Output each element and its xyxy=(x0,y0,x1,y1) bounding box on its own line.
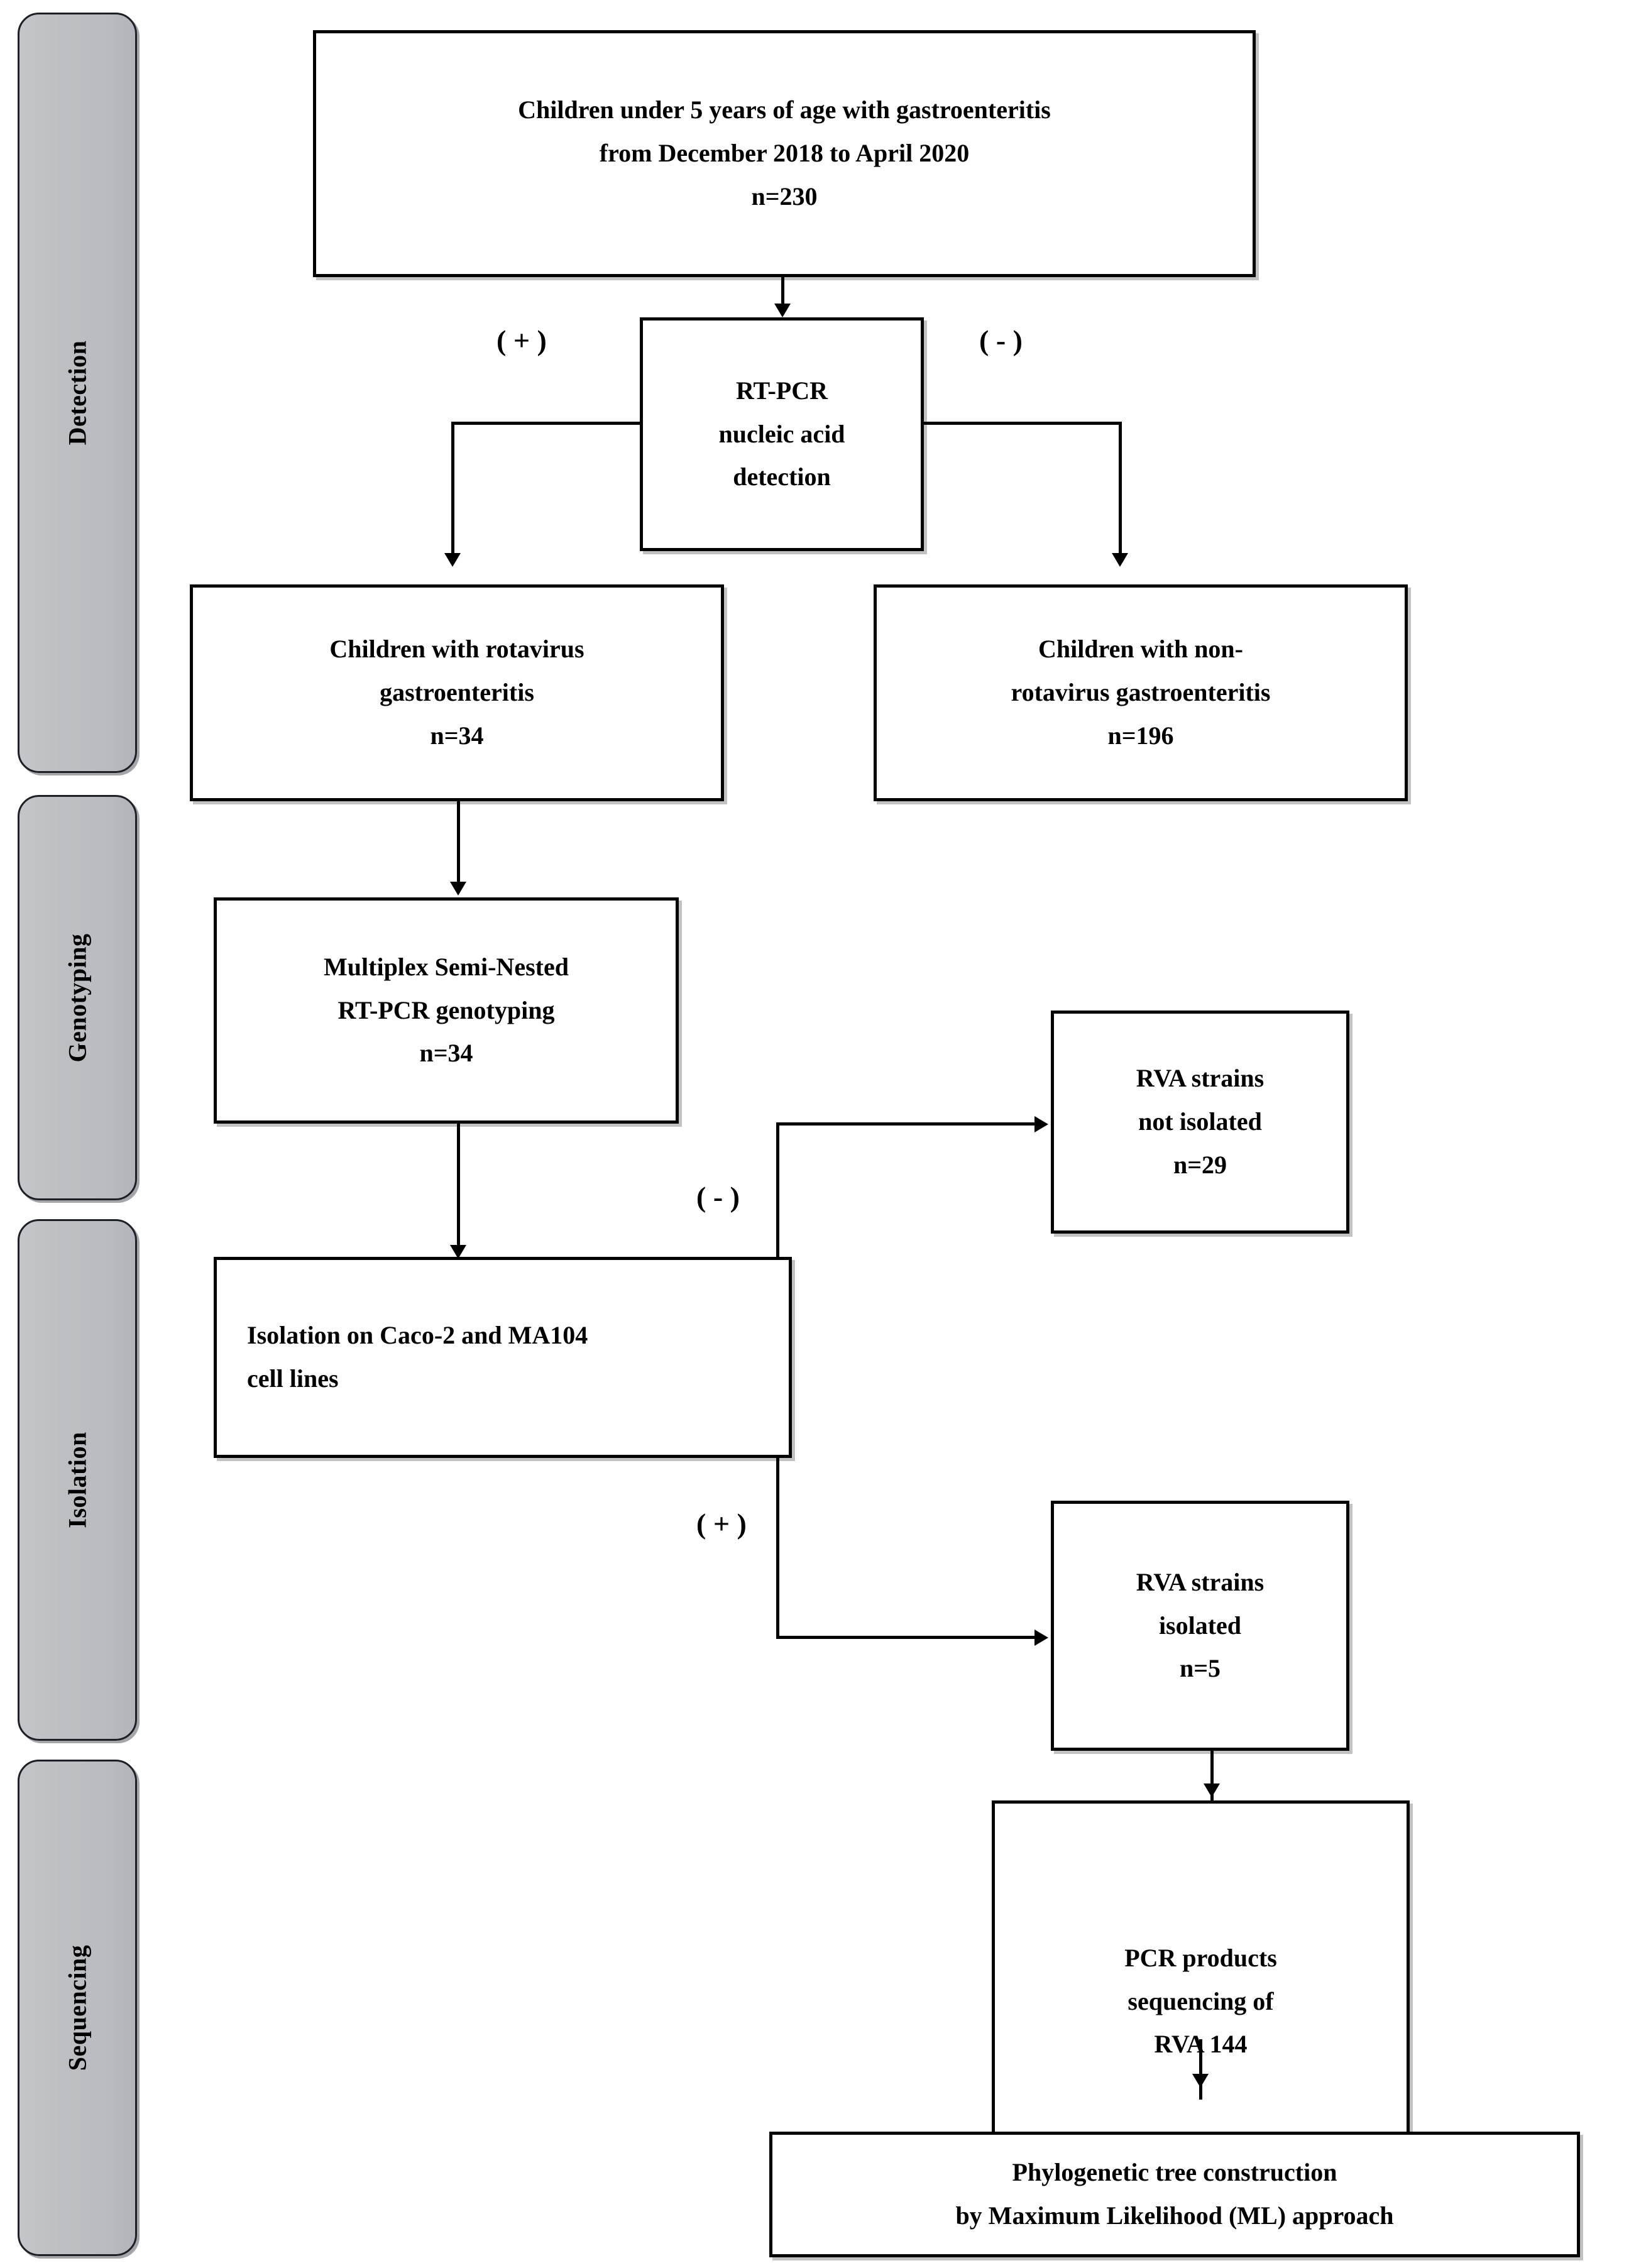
box-rotavirus-negative-line-2: rotavirus gastroenteritis xyxy=(1011,678,1271,707)
box-rtpcr-line-2: nucleic acid xyxy=(718,419,845,448)
arrowhead-rotavirus-to-genotyping xyxy=(450,882,466,896)
box-enrollment: Children under 5 years of age with gastr… xyxy=(313,30,1256,277)
box-sequencing-line-1: PCR products xyxy=(1124,1943,1277,1972)
arrowhead-isolation-positive xyxy=(1034,1630,1048,1646)
box-enrollment-line-3: n=230 xyxy=(751,182,818,211)
stage-label-genotyping: Genotyping xyxy=(63,933,92,1063)
connector-enrollment-to-rtpcr xyxy=(781,277,784,305)
arrowhead-isolated-to-sequencing xyxy=(1204,1783,1220,1797)
box-isolation-line-1: Isolation on Caco-2 and MA104 xyxy=(247,1321,588,1350)
edge-label-isolation-positive: ( + ) xyxy=(696,1508,747,1540)
box-strains-not-isolated-line-1: RVA strains xyxy=(1136,1064,1265,1093)
box-strains-isolated-line-1: RVA strains xyxy=(1136,1567,1265,1596)
box-rotavirus-positive-line-3: n=34 xyxy=(430,721,484,750)
box-strains-not-isolated: RVA strains not isolated n=29 xyxy=(1051,1011,1349,1234)
stage-panel-genotyping: Genotyping xyxy=(18,795,137,1200)
arrowhead-isolation-negative xyxy=(1034,1116,1048,1132)
arrowhead-rtpcr-positive xyxy=(444,553,461,567)
arrowhead-enrollment-to-rtpcr xyxy=(774,304,791,317)
connector-rtpcr-negative-vertical xyxy=(1119,422,1122,555)
arrowhead-sequencing-to-phylogenetic xyxy=(1192,2074,1209,2088)
connector-isolation-negative-horizontal xyxy=(776,1122,1035,1126)
arrowhead-rtpcr-negative xyxy=(1112,553,1128,567)
stage-panel-sequencing: Sequencing xyxy=(18,1760,137,2256)
box-genotyping: Multiplex Semi-Nested RT-PCR genotyping … xyxy=(214,897,679,1124)
edge-label-detection-negative: ( - ) xyxy=(979,324,1023,356)
box-rotavirus-positive-line-2: gastroenteritis xyxy=(380,678,534,707)
box-genotyping-line-3: n=34 xyxy=(419,1039,473,1068)
connector-rotavirus-to-genotyping xyxy=(457,801,460,883)
stage-label-isolation: Isolation xyxy=(63,1432,92,1528)
box-enrollment-line-2: from December 2018 to April 2020 xyxy=(599,139,970,168)
stage-label-sequencing: Sequencing xyxy=(63,1944,92,2071)
connector-isolated-to-sequencing xyxy=(1210,1751,1214,1811)
box-rtpcr-line-1: RT-PCR xyxy=(735,376,828,405)
box-phylogenetic-tree: Phylogenetic tree construction by Maximu… xyxy=(769,2132,1580,2257)
box-strains-isolated-line-3: n=5 xyxy=(1179,1654,1221,1683)
connector-isolation-negative-vertical xyxy=(776,1122,779,1257)
box-rtpcr-line-3: detection xyxy=(733,463,831,491)
edge-label-detection-positive: ( + ) xyxy=(497,324,547,356)
box-rotavirus-positive-line-1: Children with rotavirus xyxy=(329,635,584,664)
box-strains-not-isolated-line-2: not isolated xyxy=(1138,1107,1262,1136)
edge-label-isolation-negative: ( - ) xyxy=(696,1181,740,1213)
connector-isolation-positive-vertical xyxy=(776,1457,779,1639)
connector-rtpcr-positive-vertical xyxy=(451,422,454,555)
connector-isolation-positive-horizontal xyxy=(776,1636,1035,1639)
box-genotyping-line-1: Multiplex Semi-Nested xyxy=(324,952,569,981)
box-genotyping-line-2: RT-PCR genotyping xyxy=(337,995,555,1024)
stage-panel-isolation: Isolation xyxy=(18,1219,137,1741)
box-rotavirus-negative-line-1: Children with non- xyxy=(1038,635,1243,664)
box-isolation-line-2: cell lines xyxy=(247,1364,339,1393)
box-phylogenetic-tree-line-2: by Maximum Likelihood (ML) approach xyxy=(955,2201,1394,2230)
arrowhead-genotyping-to-isolation xyxy=(450,1245,466,1259)
box-rotavirus-positive: Children with rotavirus gastroenteritis … xyxy=(190,584,724,801)
box-sequencing-line-2: sequencing of xyxy=(1128,1986,1274,2015)
box-enrollment-line-1: Children under 5 years of age with gastr… xyxy=(518,96,1051,124)
box-rotavirus-negative: Children with non- rotavirus gastroenter… xyxy=(874,584,1408,801)
box-isolation: Isolation on Caco-2 and MA104 cell lines xyxy=(214,1257,792,1458)
box-strains-isolated: RVA strains isolated n=5 xyxy=(1051,1501,1349,1751)
connector-genotyping-to-isolation xyxy=(457,1124,460,1246)
connector-rtpcr-positive-horizontal xyxy=(451,422,643,425)
box-strains-not-isolated-line-3: n=29 xyxy=(1173,1150,1227,1179)
stage-panel-detection: Detection xyxy=(18,13,137,773)
box-strains-isolated-line-2: isolated xyxy=(1158,1611,1242,1640)
box-phylogenetic-tree-line-1: Phylogenetic tree construction xyxy=(1012,2158,1337,2187)
connector-sequencing-to-phylogenetic xyxy=(1199,2039,1202,2100)
box-rotavirus-negative-line-3: n=196 xyxy=(1107,721,1174,750)
stage-label-detection: Detection xyxy=(63,340,92,446)
connector-rtpcr-negative-horizontal xyxy=(921,422,1122,425)
box-rtpcr-detection: RT-PCR nucleic acid detection xyxy=(640,317,924,551)
